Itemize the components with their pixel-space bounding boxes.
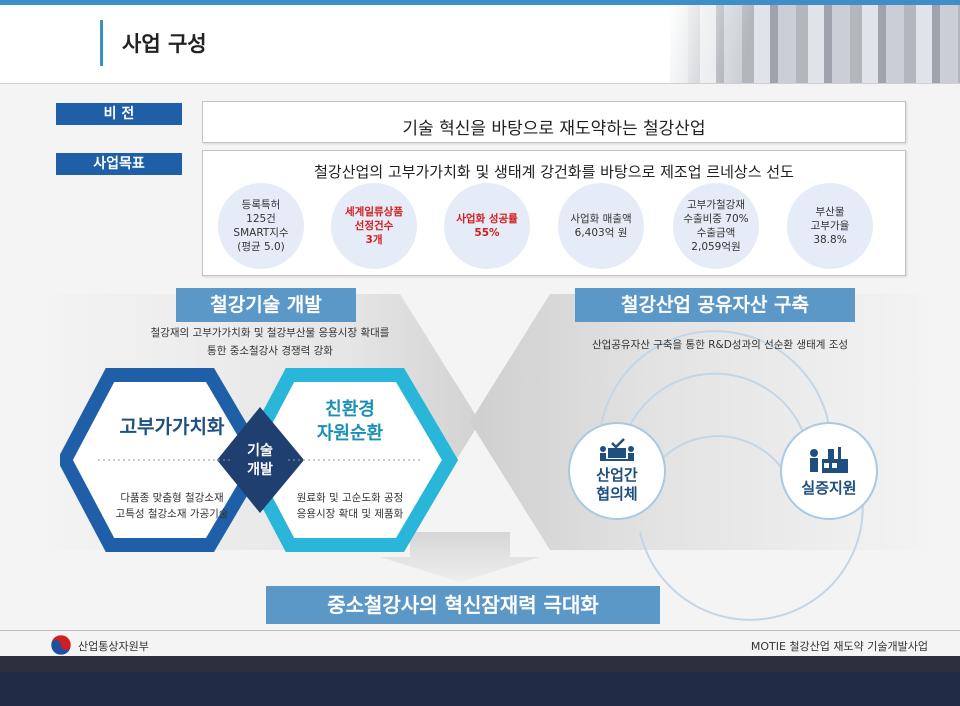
hex2-line2: 응용시장 확대 및 제품화: [296, 508, 404, 520]
center-label: 기술 개발: [235, 442, 285, 480]
center-line1: 기술: [247, 443, 273, 459]
demonstration-support-label: 실증지원: [801, 478, 857, 497]
vision-text: 기술 혁신을 바탕으로 재도약하는 철강산업: [402, 119, 706, 139]
goal-metric-line: 사업화 성공률: [456, 213, 518, 225]
goal-metric-line: 등록특허: [241, 199, 281, 211]
goal-metric-line: 6,403억 원: [574, 227, 628, 239]
footer-program-name: MOTIE 철강산업 재도약 기술개발사업: [750, 640, 928, 653]
goal-metric-line: 125건: [246, 213, 276, 225]
hex2-desc: 원료화 및 고순도화 공정 응용시장 확대 및 제품화: [270, 490, 430, 522]
meeting-icon: [600, 438, 634, 461]
page-title: 사업 구성: [122, 32, 207, 56]
goal-metric-line: 세계일류상품: [345, 206, 403, 218]
left-desc-line1: 철강재의 고부가가치화 및 철강부산물 응용시장 확대를: [150, 327, 390, 339]
footer-divider: [0, 630, 960, 631]
vision-box: 기술 혁신을 바탕으로 재도약하는 철강산업: [202, 101, 906, 143]
goal-metric-line: 고부가율: [810, 220, 850, 232]
center-line2: 개발: [247, 462, 273, 478]
item1-line1: 산업간: [596, 466, 638, 484]
goal-metric-line: SMART지수: [233, 227, 289, 239]
goal-metric-circle: 사업화 성공률 55%: [444, 183, 530, 269]
goal-text: 철강산업의 고부가가치화 및 생태계 강건화를 바탕으로 제조업 르네상스 선도: [314, 163, 794, 181]
goal-box: 철강산업의 고부가가치화 및 생태계 강건화를 바탕으로 제조업 르네상스 선도…: [202, 150, 906, 276]
hex1-title: 고부가가치화: [119, 416, 225, 438]
hex-high-value: [60, 368, 269, 552]
left-section-desc: 철강재의 고부가가치화 및 철강부산물 응용시장 확대를 통한 중소철강사 경쟁…: [100, 324, 440, 360]
item1-line2: 협의체: [596, 485, 638, 503]
right-section-desc: 산업공유자산 구축을 통한 R&D성과의 선순환 생태계 조성: [591, 339, 849, 351]
vision-label: 비 전: [56, 103, 182, 125]
goal-metric-line: 부산물: [815, 206, 845, 218]
down-arrow: [380, 532, 540, 582]
hex2-title-line2: 자원순환: [316, 423, 384, 444]
hex2-title-line1: 친환경: [325, 399, 375, 420]
hex2-title: 친환경 자원순환: [275, 398, 425, 446]
hex1-line2: 고특성 철강소재 가공기술: [115, 508, 229, 520]
left-section-title: 철강기술 개발: [176, 288, 356, 322]
bottom-band: [0, 672, 960, 706]
top-accent-line: [0, 0, 960, 5]
industry-council-badge: 산업간 협의체: [568, 422, 666, 520]
goal-metric-circle: 등록특허 125건 SMART지수 (평균 5.0): [218, 183, 304, 269]
hex1-desc: 다품종 맞춤형 철강소재 고특성 철강소재 가공기술: [72, 490, 272, 522]
result-banner: 중소철강사의 혁신잠재력 극대화: [266, 586, 660, 624]
header-steel-coil-image: [670, 5, 960, 83]
goal-metric-line: 사업화 매출액: [570, 213, 632, 225]
goal-metric-line: 2,059억원: [691, 241, 741, 253]
goal-metric-line: (평균 5.0): [237, 241, 285, 253]
right-section-title: 철강산업 공유자산 구축: [575, 288, 855, 322]
hex-overlap: [217, 407, 304, 513]
goal-metric-line: 3개: [365, 234, 383, 246]
hexagon-diagram: [60, 368, 459, 552]
goal-metric-line: 선정건수: [354, 220, 394, 232]
header-divider: [0, 83, 960, 84]
goal-metric-line: 수출비중 70%: [683, 213, 749, 225]
goal-label: 사업목표: [56, 153, 182, 175]
ministry-logo-icon: [50, 634, 72, 656]
ministry-name: 산업통상자원부: [78, 640, 149, 653]
goal-metric-line: 38.8%: [813, 234, 847, 246]
demonstration-support-badge: 실증지원: [780, 422, 878, 520]
goal-metric-line: 수출금액: [696, 227, 736, 239]
goal-metric-line: 고부가철강재: [687, 199, 745, 211]
slide: 사업 구성 비 전 기술 혁신을 바탕으로 재도약하는 철강산업 사업목표 철강…: [0, 0, 960, 656]
worker-machine-icon: [810, 446, 848, 473]
title-accent-bar: [100, 20, 103, 66]
goal-metric-circle: 사업화 매출액 6,403억 원: [558, 183, 644, 269]
goal-metric-line: 55%: [474, 227, 500, 239]
hex2-line1: 원료화 및 고순도화 공정: [296, 492, 404, 504]
hex1-line1: 다품종 맞춤형 철강소재: [120, 492, 224, 504]
industry-council-label: 산업간 협의체: [596, 466, 637, 504]
left-desc-line2: 통한 중소철강사 경쟁력 강화: [207, 345, 333, 357]
